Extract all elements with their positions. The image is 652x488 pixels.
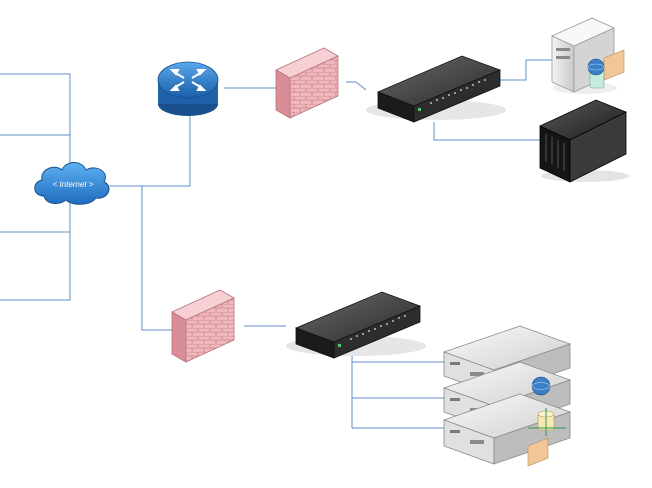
www-globe-icon bbox=[531, 376, 551, 396]
link-switch2-servers bbox=[351, 355, 446, 429]
firewall-icon bbox=[171, 289, 235, 363]
link-firewall-switch bbox=[346, 81, 367, 91]
web-server-icon bbox=[551, 17, 625, 94]
dark-server-icon bbox=[539, 99, 629, 183]
cloud-icon: < Internet > bbox=[34, 162, 110, 205]
link-switch-webserver bbox=[495, 59, 552, 81]
rack-server-icon bbox=[442, 393, 572, 467]
link-left-1 bbox=[0, 73, 71, 136]
link-switch-darkserver bbox=[433, 122, 540, 141]
link-cloud-firewall2 bbox=[141, 186, 174, 331]
link-cloud-router bbox=[110, 110, 191, 187]
connections bbox=[0, 59, 552, 429]
cloud-label: < Internet > bbox=[53, 180, 94, 189]
switch-icon bbox=[366, 55, 506, 123]
router-icon bbox=[157, 61, 219, 116]
firewall-icon bbox=[275, 47, 339, 119]
switch-icon bbox=[286, 291, 426, 359]
www-globe-icon bbox=[587, 58, 605, 76]
link-left-3 bbox=[0, 231, 71, 301]
